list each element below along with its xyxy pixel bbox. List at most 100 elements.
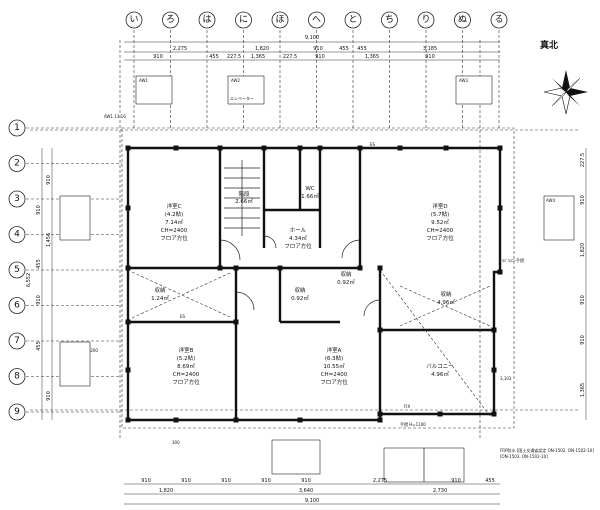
dim-bot-2: 910 (181, 478, 191, 484)
axis-marker-top: に (235, 11, 252, 130)
axis-marker-top: ほ (271, 11, 289, 130)
axis-marker-left: 9 (8, 403, 122, 421)
room-b-floor: フロア方位 (172, 378, 200, 386)
column-post (437, 411, 443, 417)
column-post (217, 145, 223, 151)
column-post (297, 145, 303, 151)
room-a-floor: フロア方位 (320, 378, 348, 386)
axis-marker-top: ち (381, 11, 398, 130)
interior-walls (128, 148, 494, 420)
toilet-label: WC 1.66㎡ (301, 186, 319, 200)
axis-label-left: 1 (14, 123, 20, 133)
dim-right-3: 1,820 (580, 243, 586, 257)
dim-left-1: 910 (36, 205, 42, 215)
dim-right-1: 227.5 (580, 153, 586, 167)
axis-marker-top: る (490, 11, 508, 130)
es-label-2: ES (180, 314, 186, 319)
ev-label: エレベーター (230, 95, 254, 101)
axis-label-top: ろ (166, 14, 175, 25)
north-arrow: 真北 (540, 39, 588, 115)
column-post (317, 145, 323, 151)
toilet-area: 1.66㎡ (301, 192, 319, 200)
dim-bot-7: 910 (451, 478, 461, 484)
dim-bot-3: 910 (221, 478, 231, 484)
balcony-area: 4.96㎡ (431, 370, 449, 378)
axis-label-top: は (202, 14, 211, 25)
axis-label-left: 2 (14, 159, 20, 169)
axis-marker-left: 6 (8, 297, 122, 314)
axis-marker-top: と (344, 11, 362, 130)
column-post (233, 319, 239, 325)
room-c-area2: 7.14㎡ (165, 218, 183, 226)
right-dimensions: 227.5 910 1,820 910 910 1,365 (580, 148, 587, 420)
storage-1: 収納 1.24㎡ (151, 286, 169, 302)
column-post (357, 265, 363, 271)
dim-left-total: 6,552 (26, 273, 32, 287)
dim-top-r2-1: 910 (153, 54, 163, 60)
dim-top-r2-3: 227.5 (227, 54, 241, 60)
dim-bot-4: 910 (261, 478, 271, 484)
window-tags-top: AW1 AW2 エレベーター AW3 (135, 75, 493, 105)
dim-left-2: 455 (36, 259, 42, 269)
dim-right-4: 910 (580, 295, 586, 305)
dim-top-1: 2,275 (173, 46, 187, 52)
dim-bot-1: 910 (141, 478, 151, 484)
stair-name: 階段 (238, 190, 250, 198)
dim-right-2: 910 (580, 195, 586, 205)
hall-area: 4.34㎡ (289, 234, 307, 242)
room-a-area: (6.3帖) (325, 354, 344, 362)
column-post (377, 327, 383, 333)
dim-left-6: 910 (46, 175, 52, 185)
axis-label-top: る (494, 14, 503, 25)
axis-marker-top: ぬ (454, 11, 471, 130)
room-c-name: 洋室C (167, 202, 182, 210)
room-a: 洋室A (6.3帖) 10.55㎡ CH=2400 フロア方位 (320, 346, 348, 386)
column-posts (125, 145, 503, 423)
storage-3: 収納 4.96㎡ (437, 290, 455, 306)
dim-bot-total: 9,100 (305, 498, 319, 504)
column-post (497, 269, 503, 275)
column-post (491, 411, 497, 417)
sash-note-2: 手摺 H=1100 (400, 421, 426, 427)
dim-top-3: 910 (313, 46, 323, 52)
dim-bot-6: 2,275 (373, 478, 387, 484)
axis-label-top: へ (312, 15, 321, 25)
dim-bot-5: 910 (301, 478, 311, 484)
hall-name: ホール (290, 227, 307, 234)
dim-top-5: 455 (357, 46, 367, 52)
dim-top-r2-6: 910 (315, 54, 325, 60)
storage-4: 収納 0.92㎡ (337, 270, 355, 286)
room-d-floor: フロア方位 (426, 234, 454, 242)
balcony-name: バルコニー (426, 363, 453, 370)
storage-4-area: 0.92㎡ (337, 278, 355, 286)
storage-2-name: 収納 (294, 286, 306, 294)
axis-label-left: 5 (14, 265, 20, 275)
left-dimensions: 910 455 910 455 6,552 910 910 1,456 (26, 148, 53, 420)
room-b-area: (5.2帖) (177, 354, 196, 362)
column-post (377, 417, 383, 423)
room-b-area2: 8.69㎡ (177, 362, 195, 370)
room-d-name: 洋室D (432, 202, 447, 210)
column-post (261, 145, 267, 151)
dim-top-2: 1,820 (255, 46, 269, 52)
room-c: 洋室C (4.2帖) 7.14㎡ CH=2400 フロア方位 (160, 202, 188, 242)
axis-label-top: に (239, 14, 248, 25)
column-post (125, 145, 131, 151)
column-post (491, 327, 497, 333)
toilet-name: WC (305, 186, 314, 192)
column-post (173, 417, 179, 423)
column-post (173, 145, 179, 151)
column-post (397, 145, 403, 151)
door-swings (219, 235, 381, 317)
label-300: 300 (172, 440, 180, 445)
top-dimensions: 9,100 2,275 1,820 910 455 455 3,185 910 … (124, 35, 500, 61)
column-post (217, 265, 223, 271)
room-c-ch: CH=2400 (161, 228, 188, 234)
hall-floor: フロア方位 (284, 242, 312, 250)
axis-marker-top: ろ (162, 11, 179, 130)
north-label: 真北 (540, 39, 558, 51)
column-post (125, 417, 131, 423)
axis-marker-left: 1 (8, 119, 122, 137)
column-post (233, 417, 239, 423)
